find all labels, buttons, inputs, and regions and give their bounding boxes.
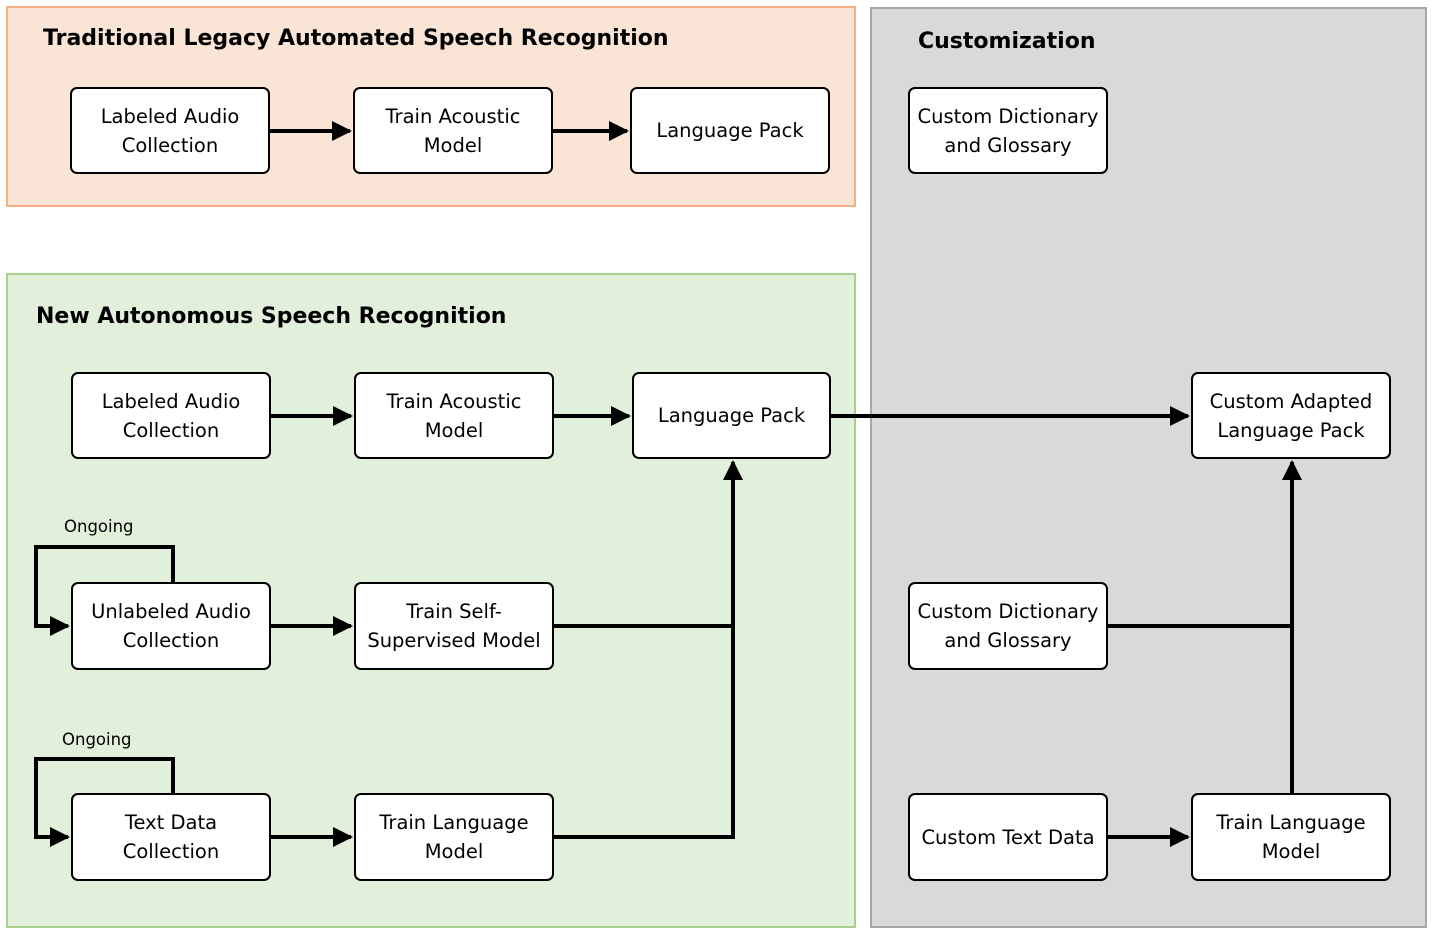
text-data-node: Text Data Collection [71, 793, 271, 881]
train-acoustic-node: Train Acoustic Model [354, 372, 554, 459]
custom-train-language-model-node: Train Language Model [1191, 793, 1391, 881]
labeled-audio-node: Labeled Audio Collection [71, 372, 271, 459]
custom-dictionary-top-node: Custom Dictionary and Glossary [908, 87, 1108, 174]
ongoing-loop-text [34, 757, 175, 847]
language-pack-node: Language Pack [632, 372, 831, 459]
ongoing-label-text: Ongoing [62, 730, 132, 749]
arrow-train-lm-to-pack [554, 460, 743, 839]
legacy-language-pack-node: Language Pack [630, 87, 830, 174]
customization-title: Customization [918, 29, 1096, 54]
ongoing-loop-unlabeled [34, 545, 175, 636]
train-self-supervised-node: Train Self-Supervised Model [354, 582, 554, 670]
custom-adapted-pack-node: Custom Adapted Language Pack [1191, 372, 1391, 459]
legacy-train-acoustic-node: Train Acoustic Model [353, 87, 553, 174]
autonomous-title: New Autonomous Speech Recognition [36, 304, 507, 329]
legacy-labeled-audio-node: Labeled Audio Collection [70, 87, 270, 174]
legacy-title: Traditional Legacy Automated Speech Reco… [43, 26, 669, 51]
custom-text-data-node: Custom Text Data [908, 793, 1108, 881]
train-language-model-node: Train Language Model [354, 793, 554, 881]
unlabeled-audio-node: Unlabeled Audio Collection [71, 582, 271, 670]
ongoing-label-unlabeled: Ongoing [64, 517, 134, 536]
custom-dictionary-mid-node: Custom Dictionary and Glossary [908, 582, 1108, 670]
